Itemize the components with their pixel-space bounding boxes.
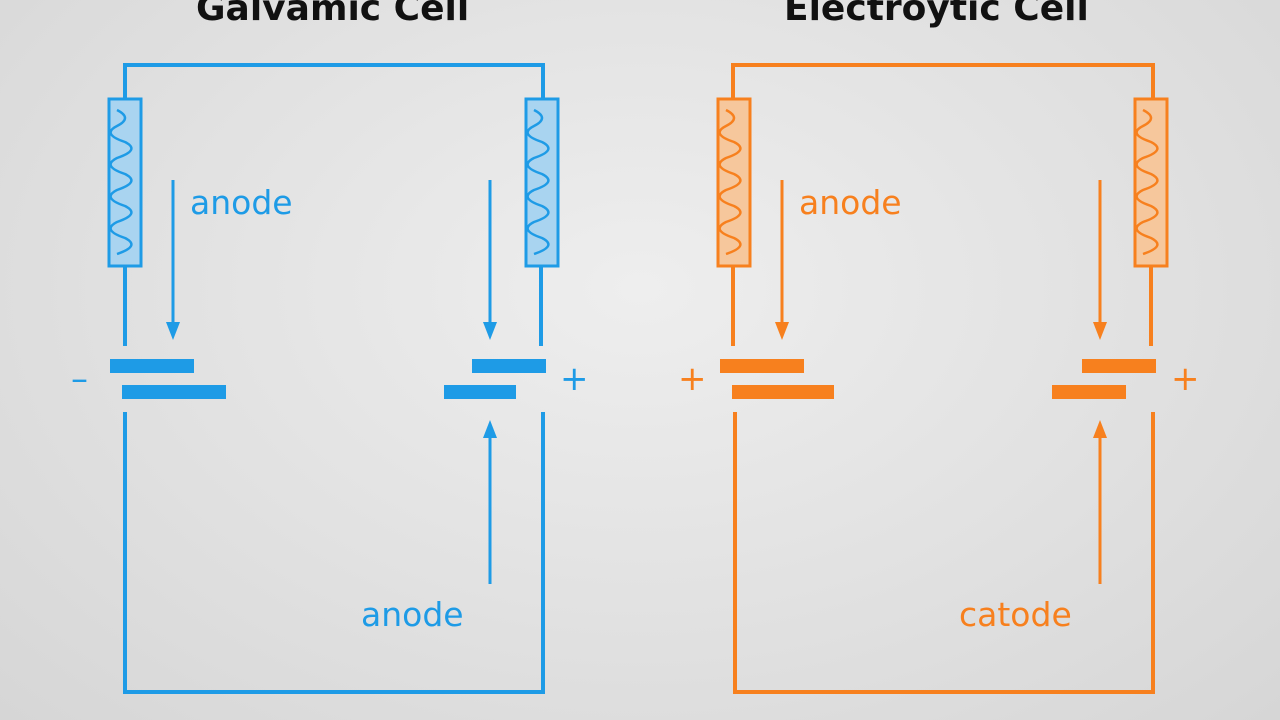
electrolytic-bottom-cathode-label: catode — [959, 595, 1072, 634]
electrolytic-right-positive-sign: + — [1171, 359, 1200, 399]
galvanic-wire-bottom — [123, 412, 545, 694]
galvanic-bottom-anode-label: anode — [361, 595, 464, 634]
electrolytic-arrow-left-down — [775, 180, 789, 340]
galvanic-arrow-right-down — [483, 180, 497, 340]
electrolytic-left-positive-sign: + — [678, 359, 707, 399]
galvanic-circuit — [123, 63, 545, 694]
galvanic-positive-sign: + — [560, 359, 589, 399]
electrolytic-arrow-right-down — [1093, 180, 1107, 340]
galvanic-resistor-left — [107, 97, 143, 268]
electrolytic-wire-top — [731, 63, 1155, 99]
electrolytic-wire-bottom — [733, 412, 1155, 694]
galvanic-arrow-right-up — [483, 420, 497, 584]
electrolytic-arrow-right-up — [1093, 420, 1107, 584]
galvanic-right-plate-short — [472, 359, 546, 373]
galvanic-arrow-left-down — [166, 180, 180, 340]
galvanic-left-plate-long — [122, 385, 226, 399]
electrolytic-right-plate-short — [1082, 359, 1156, 373]
electrolytic-top-anode-label: anode — [799, 183, 902, 222]
electrolytic-circuit — [731, 63, 1155, 694]
galvanic-wire-top — [123, 63, 545, 99]
electrolytic-right-plate-long — [1052, 385, 1126, 399]
galvanic-cell-title: Galvamic Cell — [196, 0, 470, 29]
electrolytic-cell-title: Electroytic Cell — [784, 0, 1089, 29]
galvanic-negative-sign: – — [71, 359, 88, 399]
galvanic-left-plate-short — [110, 359, 194, 373]
galvanic-right-plate-long — [444, 385, 516, 399]
electrolytic-left-plate-short — [720, 359, 804, 373]
galvanic-top-anode-label: anode — [190, 183, 293, 222]
electrolytic-left-plate-long — [732, 385, 834, 399]
electrolytic-resistor-left — [716, 97, 752, 268]
galvanic-resistor-right — [524, 97, 560, 268]
electrolytic-resistor-right — [1133, 97, 1169, 268]
